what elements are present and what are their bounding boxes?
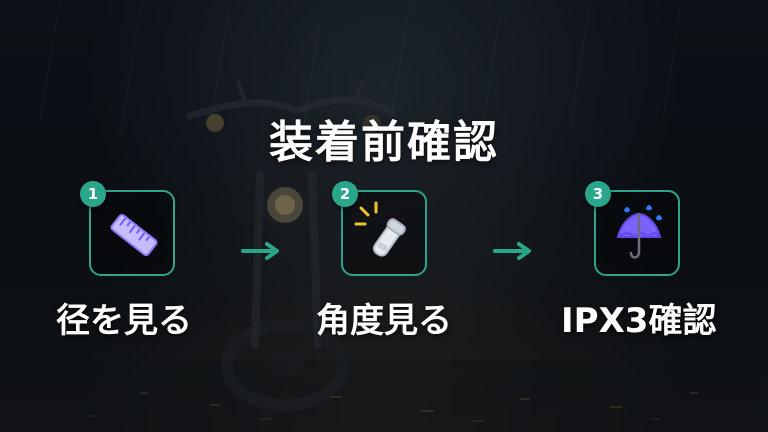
step-number-3: 3 bbox=[585, 181, 611, 207]
step-number-1: 1 bbox=[80, 181, 106, 207]
step-card-1 bbox=[89, 190, 175, 276]
arrow-right-icon bbox=[241, 242, 279, 260]
step-label-2: 角度見る bbox=[316, 301, 452, 341]
step-label-3: IPX3確認 bbox=[561, 301, 717, 341]
arrow-right-icon bbox=[493, 242, 531, 260]
ruler-icon bbox=[110, 213, 158, 257]
step-card-2 bbox=[341, 190, 427, 276]
page-title: 装着前確認 bbox=[269, 117, 499, 168]
step-label-1: 径を見る bbox=[56, 301, 192, 341]
step-card-3 bbox=[594, 190, 680, 276]
step-number-2: 2 bbox=[332, 181, 358, 207]
umbrella-rain-icon bbox=[616, 205, 662, 259]
flashlight-icon bbox=[354, 201, 406, 257]
